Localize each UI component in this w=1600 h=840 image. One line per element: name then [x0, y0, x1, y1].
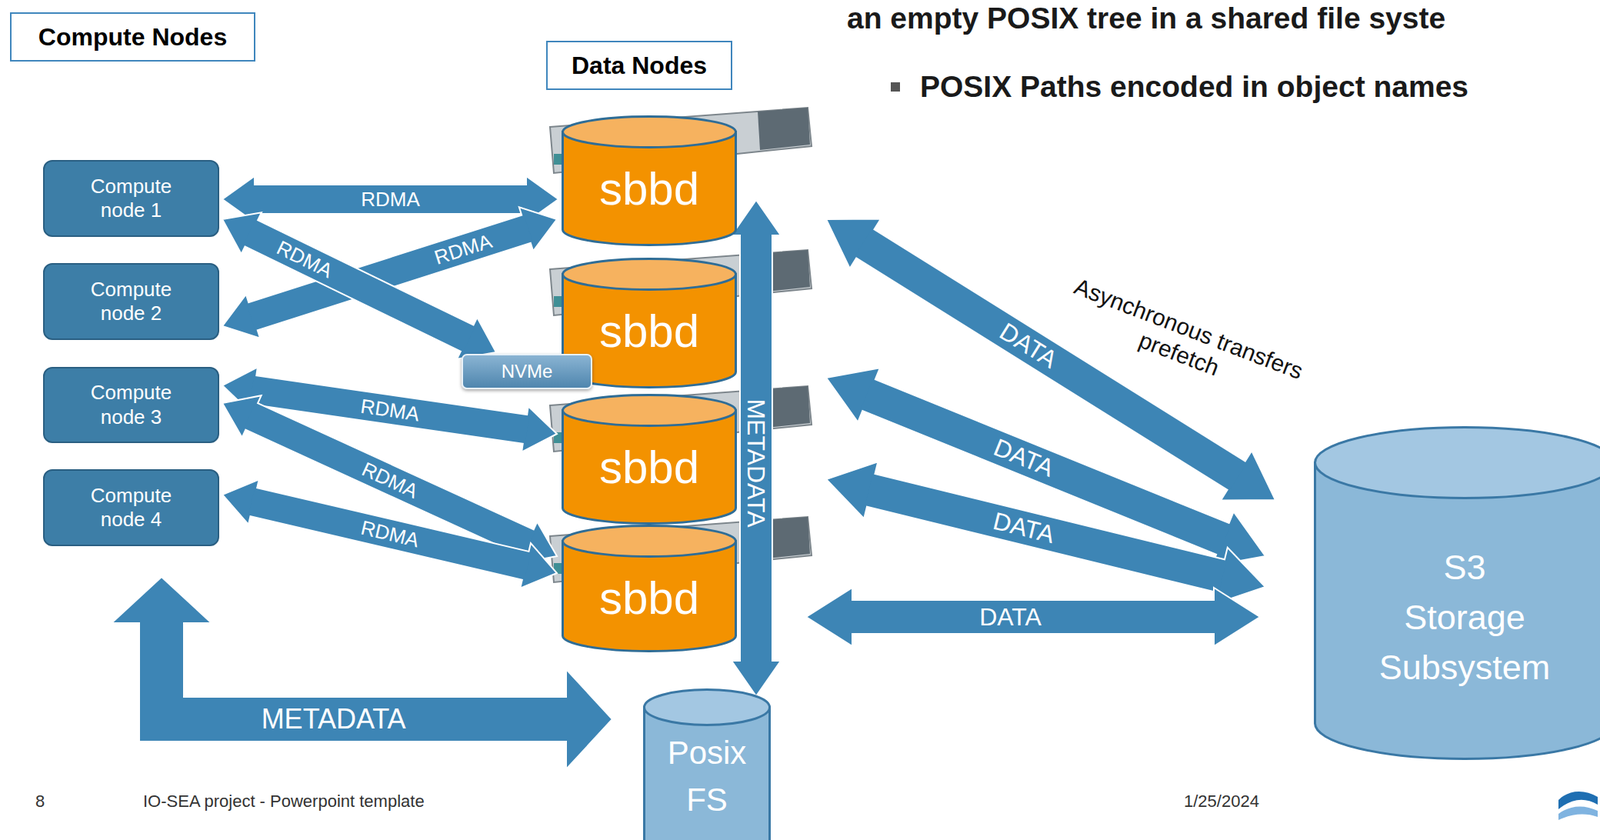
rdma-arrow: [222, 212, 497, 359]
cylinder-body: [644, 707, 770, 840]
arrow-label: DATA: [990, 434, 1058, 481]
arrow-head: [111, 576, 212, 624]
arrow-head: [731, 660, 781, 697]
metadata-arrow: [111, 576, 613, 770]
cylinder-top: [563, 395, 737, 427]
compute-node-box: Compute node 4: [43, 469, 220, 547]
arrow-label: RDMA: [358, 458, 420, 501]
arrow-shaft: [161, 620, 569, 720]
rdma-arrow: [222, 395, 557, 564]
server-name: sbbd: [599, 161, 700, 217]
chip-label: NVMe: [501, 360, 554, 384]
cylinder-outline: [1313, 426, 1600, 760]
bullet-square: [890, 82, 900, 92]
data-arrow: [826, 461, 1266, 604]
arrow-label: DATA: [990, 508, 1057, 547]
server-cylinder: sbbd: [561, 524, 737, 653]
box-title: Compute Nodes: [38, 22, 227, 52]
arrow-shaft: [868, 490, 1223, 577]
rdma-arrow: [222, 479, 557, 588]
arrow-shaft: [252, 185, 529, 214]
transfer-note: Asynchronous transfers prefetch: [1037, 264, 1330, 420]
footer-text: IO-SEA project - Powerpoint template: [143, 791, 425, 811]
arrow-label: RDMA: [358, 517, 420, 551]
arrow-label: RDMA: [273, 236, 336, 281]
arrow-head: [1213, 587, 1260, 647]
page-number: 8: [35, 791, 45, 811]
arrow-head: [731, 200, 781, 236]
compute-node-box: Compute node 3: [43, 366, 220, 444]
arrow-label: METADATA: [743, 398, 769, 527]
arrow-label: RDMA: [360, 189, 420, 210]
heading-box: Data Nodes: [546, 40, 733, 90]
bullet-text: POSIX Paths encoded in object names: [920, 70, 1469, 105]
rdma-arrow: [222, 176, 559, 223]
cylinder-body: [563, 410, 737, 524]
arrow-shaft: [850, 600, 1217, 634]
cylinder-body: [563, 132, 737, 246]
node-name: Compute node 2: [73, 277, 190, 326]
project-logo: [1558, 791, 1598, 820]
node-name: Compute node 4: [73, 483, 190, 532]
cylinder-top: [563, 259, 737, 290]
storage-name: S3 Storage Subsystem: [1379, 543, 1551, 693]
logo-wave: [1558, 806, 1598, 820]
box-title: Data Nodes: [571, 50, 707, 80]
arrow-shaft: [251, 501, 528, 567]
data-arrow: [826, 367, 1266, 566]
cylinder-top: [563, 526, 737, 557]
cylinder-top: [644, 690, 770, 726]
metadata-arrow: [731, 200, 781, 697]
rdma-arrow: [222, 206, 557, 339]
arrow-label: METADATA: [261, 705, 407, 734]
arrow-label: DATA: [979, 604, 1042, 630]
compute-node-box: Compute node 1: [43, 160, 220, 237]
arrow-shaft: [740, 233, 772, 664]
cylinder-top: [1315, 427, 1600, 499]
compute-node-box: Compute node 2: [43, 263, 220, 340]
tray-panel: [757, 107, 810, 150]
node-name: Compute node 1: [73, 174, 190, 223]
footer-date: 1/25/2024: [1183, 791, 1260, 811]
cylinder-body: [1315, 463, 1600, 760]
arrow-head: [566, 669, 613, 770]
slide-heading: an empty POSIX tree in a shared file sys…: [846, 1, 1446, 37]
data-arrow: [806, 587, 1260, 647]
server-name: sbbd: [599, 303, 700, 360]
filesystem-name: Posix FS: [667, 730, 747, 824]
server-name: sbbd: [599, 570, 700, 627]
storage-cylinder: S3 Storage Subsystem: [1313, 426, 1600, 760]
arrow-label: DATA: [995, 318, 1061, 373]
cylinder-top: [563, 116, 737, 148]
server-name: sbbd: [599, 440, 700, 496]
arrow-label: RDMA: [359, 395, 420, 424]
arrow-label: RDMA: [432, 230, 495, 268]
heading-box: Compute Nodes: [10, 12, 256, 62]
filesystem-cylinder: Posix FS: [643, 688, 771, 840]
server-cylinder: sbbd: [561, 393, 737, 525]
node-name: Compute node 3: [73, 380, 190, 429]
arrow-head: [806, 587, 853, 647]
nvme-chip: NVMe: [461, 353, 593, 390]
server-cylinder: sbbd: [561, 115, 737, 247]
